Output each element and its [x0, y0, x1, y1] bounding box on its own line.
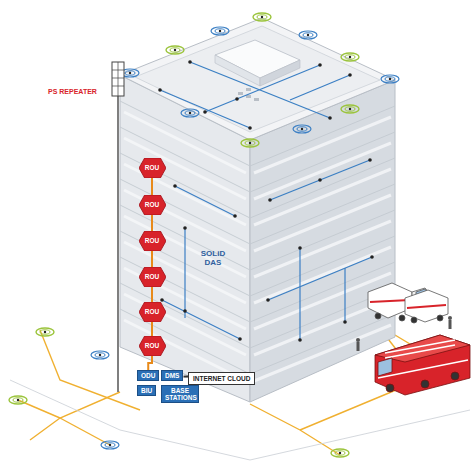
- box-label: INTERNET CLOUD: [193, 375, 250, 382]
- equipment-box: ODU: [137, 370, 159, 381]
- box-label: ODU: [141, 372, 155, 379]
- box-label: DMS: [165, 372, 179, 379]
- equipment-box: BIU: [137, 385, 156, 396]
- unit-name: ROU: [139, 201, 166, 208]
- cable-connector: [151, 287, 153, 302]
- cable-connector: [151, 251, 153, 267]
- rou-hexagon: ROU: [139, 267, 166, 287]
- cable-connector: [151, 178, 153, 195]
- cable-connector: [151, 322, 153, 336]
- equipment-box: BASE STATIONS: [161, 385, 199, 403]
- unit-name: ROU: [139, 308, 166, 315]
- unit-name: ROU: [139, 164, 166, 171]
- box-label: BIU: [141, 387, 152, 394]
- rou-hexagon: ROU: [139, 158, 166, 178]
- unit-name: ROU: [139, 342, 166, 349]
- unit-name: ROU: [139, 237, 166, 244]
- rou-hexagon: ROU: [139, 302, 166, 322]
- internet-cloud-box: INTERNET CLOUD: [188, 372, 255, 385]
- rou-hexagon: ROU: [139, 195, 166, 215]
- rou-hexagon: ROU: [139, 336, 166, 356]
- das-label: SOLiD DAS: [197, 250, 229, 268]
- rou-hexagon: ROU: [139, 231, 166, 251]
- repeater-label: PS REPEATER: [48, 88, 97, 96]
- equipment-box: DMS: [161, 370, 183, 381]
- cable-connector: [151, 215, 153, 231]
- box-label: BASE STATIONS: [165, 387, 195, 401]
- unit-name: ROU: [139, 273, 166, 280]
- cable-connector: [148, 356, 152, 370]
